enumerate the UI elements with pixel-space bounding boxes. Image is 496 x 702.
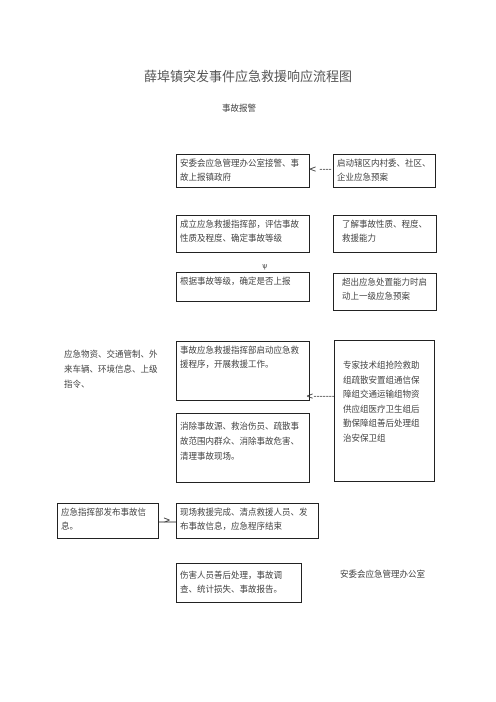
launch-box: 事故应急救援指挥部启动应急救援程序，开展救援工作。	[176, 341, 310, 401]
arrow-left-2: <-------	[306, 392, 335, 402]
start-label: 事故报警	[222, 104, 257, 114]
headquarters-box: 成立应急救援指挥部，评估事故性质及程度、确定事故等级	[176, 215, 310, 253]
escalate-box: 超出应急处置能力时启动上一级应急预案	[333, 273, 437, 311]
resources-text: 应急物资、交通管制、外来车辆、环境信息、上级指令、	[64, 350, 158, 390]
announce-box: 应急指挥部发布事故信息。	[57, 503, 159, 539]
office-label: 安委会应急管理办公室	[340, 570, 426, 580]
aftermath-box: 伤害人员善后处理，事故调查、统计损失、事故报告。	[176, 563, 302, 603]
arrow-left-1: < ----	[309, 165, 332, 175]
teams-box: 专家技术组抢险救助组疏散安置组通信保障组交通运输组物资供应组医疗卫生组后勤保障组…	[334, 340, 435, 482]
report-box: 安委会应急管理办公室接警、事故上报镇政府	[176, 154, 310, 188]
grade-box: 根据事故等级，确定是否上报	[176, 272, 310, 302]
arrow-right: >	[163, 516, 171, 526]
page-title: 薛埠镇突发事件应急救援响应流程图	[143, 70, 352, 85]
start-plan-box: 启动辖区内村委、社区、企业应急预案	[333, 154, 436, 188]
understand-box: 了解事故性质、程度、救援能力	[333, 215, 437, 253]
actions-box: 消除事故源、救治伤员、疏散事故范围内群众、消除事故危害、清理事故现场。	[176, 413, 310, 483]
finish-box: 现场救援完成、清点救援人员、发布事故信息，应急程序结束	[176, 503, 319, 539]
small-mark: ψ	[262, 262, 268, 270]
